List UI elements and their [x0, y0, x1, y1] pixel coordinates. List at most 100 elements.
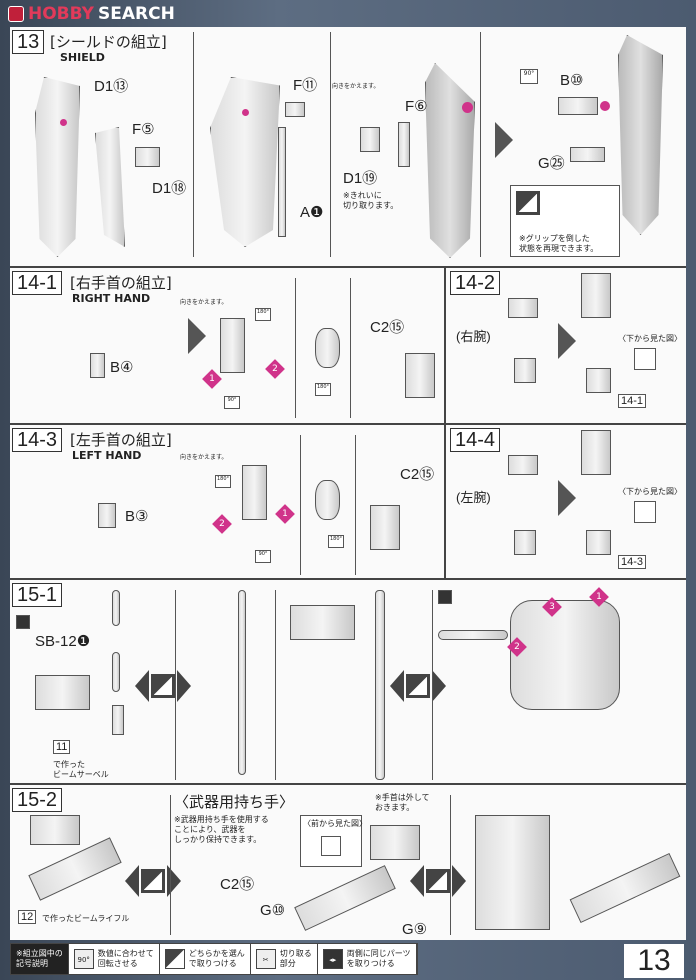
divider [170, 795, 171, 935]
legend-item: 90°数値に合わせて 回転させる [69, 944, 160, 974]
hand-part [90, 353, 105, 378]
legend-item: どちらかを選ん で取りつける [160, 944, 251, 974]
arm-part [581, 430, 611, 475]
step-marker: 1 [589, 587, 609, 607]
next-arrow [558, 323, 576, 359]
divider [300, 435, 301, 575]
divider [193, 32, 194, 257]
saber-part [112, 590, 120, 626]
weapon-hand-heading: 〈武器用持ち手〉 [174, 793, 295, 811]
step-title: [右手首の組立] [70, 274, 172, 292]
part-label: D1⑲ [343, 170, 378, 187]
shield-part [425, 63, 475, 258]
hand-part [315, 480, 340, 520]
rotate-180-icon: 180° [255, 308, 271, 321]
saber-part [238, 590, 246, 775]
shield-part [570, 147, 605, 162]
choose-either-icon [164, 949, 185, 969]
hand-part [405, 353, 435, 398]
section-14-4: 14-4 (左腕) 〈下から見た図〉 14-3 [446, 425, 686, 580]
front-view-callout: 〈前から見た図〉 [300, 815, 367, 867]
part-label: D1⑬ [94, 78, 129, 95]
rotate-90-icon: 90° [255, 550, 271, 563]
step-marker: 3 [542, 597, 562, 617]
next-arrow [558, 480, 576, 516]
legend-item: ✂切り取る 部分 [251, 944, 318, 974]
hand-part [98, 503, 116, 528]
hand-part [35, 675, 90, 710]
ref-step: 11 [53, 740, 71, 754]
choose-either-icon [516, 191, 540, 215]
brand-icon [8, 6, 24, 22]
divider [295, 278, 296, 418]
section-15-2: 15-2 12 で作ったビームライフル 〈武器用持ち手〉 ※武器用持ち手を使用す… [10, 785, 686, 940]
part-label: B④ [110, 359, 134, 376]
divider [355, 435, 356, 575]
part-label: G㉕ [538, 155, 565, 172]
both-sides-icon: ◂▸ [322, 949, 343, 969]
part-label: G⑨ [402, 921, 428, 938]
shield-part [278, 127, 286, 237]
saber-part [438, 630, 508, 640]
ref-text: で作った ビームサーベル [53, 760, 109, 779]
shield-part [210, 77, 280, 247]
section-14-1: 14-1 [右手首の組立] RIGHT HAND B④ 向きをかえます。 1 2… [10, 268, 446, 425]
turn-note: 向きをかえます。 [180, 454, 228, 461]
backpack-part [510, 600, 620, 710]
step-title: [シールドの組立] [50, 33, 167, 51]
step-title-en: LEFT HAND [72, 449, 142, 462]
divider [175, 590, 176, 780]
part-label: SB-12❶ [35, 633, 91, 650]
step-number: 14-2 [450, 271, 501, 295]
hand-part [242, 465, 267, 520]
rifle-part [28, 837, 122, 901]
rotate-90-icon: 90° [73, 949, 94, 969]
part-label: F⑥ [405, 98, 428, 115]
connection-point [462, 102, 473, 113]
next-arrow [495, 122, 513, 158]
divider [480, 32, 481, 257]
saber-part [112, 652, 120, 692]
shield-part [35, 77, 80, 257]
hand-part [514, 530, 536, 555]
step-marker: 1 [202, 369, 222, 389]
hand-part [586, 530, 611, 555]
grip-callout: ※グリップを倒した 状態を再現できます。 [510, 185, 620, 257]
step-marker: 2 [507, 637, 527, 657]
rifle-part [569, 852, 681, 924]
rotate-180-icon: 180° [215, 475, 231, 488]
section-13: 13 [シールドの組立] SHIELD D1⑬ F⑤ D1⑱ F⑪ A❶ 向きを… [10, 27, 686, 268]
shield-part [285, 102, 305, 117]
divider [275, 590, 276, 780]
step-number: 14-1 [12, 271, 63, 295]
view-label: 〈下から見た図〉 [618, 487, 682, 496]
part-label: B③ [125, 508, 149, 525]
step-number: 15-2 [12, 788, 63, 812]
divider [350, 278, 351, 418]
step-marker: 2 [212, 514, 232, 534]
part-label: B⑩ [560, 72, 584, 89]
weapon-hand-note: ※武器用持ち手を使用する ことにより、武器を しっかり保持できます。 [174, 815, 269, 844]
rotate-90-icon: 90° [520, 69, 538, 84]
section-14-3: 14-3 [左手首の組立] LEFT HAND B③ 向きをかえます。 2 1 … [10, 425, 446, 580]
step-title-en: SHIELD [60, 51, 105, 64]
step-marker: 2 [265, 359, 285, 379]
body-part [475, 815, 550, 930]
part-label: C2⑮ [370, 319, 405, 336]
arm-part [508, 298, 538, 318]
rifle-part [294, 865, 396, 931]
hand-part [220, 318, 245, 373]
legend-item: ◂▸両側に同じパーツ を取りつける [318, 944, 417, 974]
step-title-en: RIGHT HAND [72, 292, 151, 305]
manual-page: 13 [シールドの組立] SHIELD D1⑬ F⑤ D1⑱ F⑪ A❶ 向きを… [10, 27, 686, 940]
both-sides-icon [16, 615, 30, 629]
turn-note: 向きをかえます。 [180, 299, 228, 306]
hand-part [370, 505, 400, 550]
next-arrow [188, 318, 206, 354]
divider [450, 795, 451, 935]
shield-part [398, 122, 410, 167]
ref-text: で作ったビームライフル [42, 914, 130, 923]
step-marker: 1 [275, 504, 295, 524]
divider [432, 590, 433, 780]
connection-point [242, 109, 249, 116]
